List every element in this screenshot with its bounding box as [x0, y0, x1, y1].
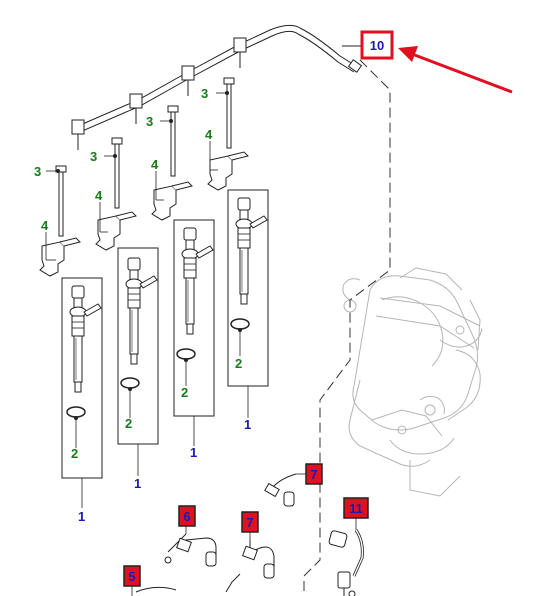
- fuel-rail-icon: [71, 24, 363, 150]
- callout-2: 2: [71, 446, 78, 461]
- badge-7-lower-label: 7: [246, 515, 253, 530]
- badge-10-label: 10: [370, 38, 384, 53]
- arrow-icon: [398, 46, 513, 94]
- callout-4: 4: [41, 218, 49, 233]
- badge-leaders: [131, 473, 357, 596]
- callout-3: 3: [201, 86, 208, 101]
- badge-11[interactable]: 11: [343, 497, 369, 519]
- callout-1: 1: [78, 509, 85, 524]
- callout-1: 1: [244, 417, 251, 432]
- callout-4: 4: [95, 188, 103, 203]
- callout-2: 2: [181, 385, 188, 400]
- engine-block-icon: [342, 267, 483, 497]
- badge-5-label: 5: [128, 569, 135, 584]
- badge-7[interactable]: 7: [305, 463, 323, 485]
- pipe-icon: [135, 473, 297, 593]
- badge-7-label: 7: [310, 467, 317, 482]
- badge-6-label: 6: [183, 509, 190, 524]
- badge-6[interactable]: 6: [178, 505, 196, 527]
- callout-3: 3: [34, 164, 41, 179]
- badge-7-lower[interactable]: 7: [241, 511, 259, 533]
- badge-5[interactable]: 5: [123, 565, 141, 587]
- dashed-guide-line: [303, 59, 391, 596]
- callout-3: 3: [146, 114, 153, 129]
- badge-10[interactable]: 10: [360, 30, 394, 60]
- leader-dots: [56, 91, 242, 420]
- callout-2: 2: [235, 356, 242, 371]
- callout-4: 4: [205, 127, 213, 142]
- callout-2: 2: [125, 416, 132, 431]
- callout-4: 4: [151, 157, 159, 172]
- callout-3: 3: [90, 149, 97, 164]
- clamp-icon: [39, 151, 249, 277]
- callout-1: 1: [134, 476, 141, 491]
- connector-icon: [328, 529, 364, 596]
- callout-1: 1: [190, 445, 197, 460]
- injector-box: [61, 189, 269, 479]
- badge-11-label: 11: [349, 501, 363, 516]
- bolt-icon: [55, 77, 235, 237]
